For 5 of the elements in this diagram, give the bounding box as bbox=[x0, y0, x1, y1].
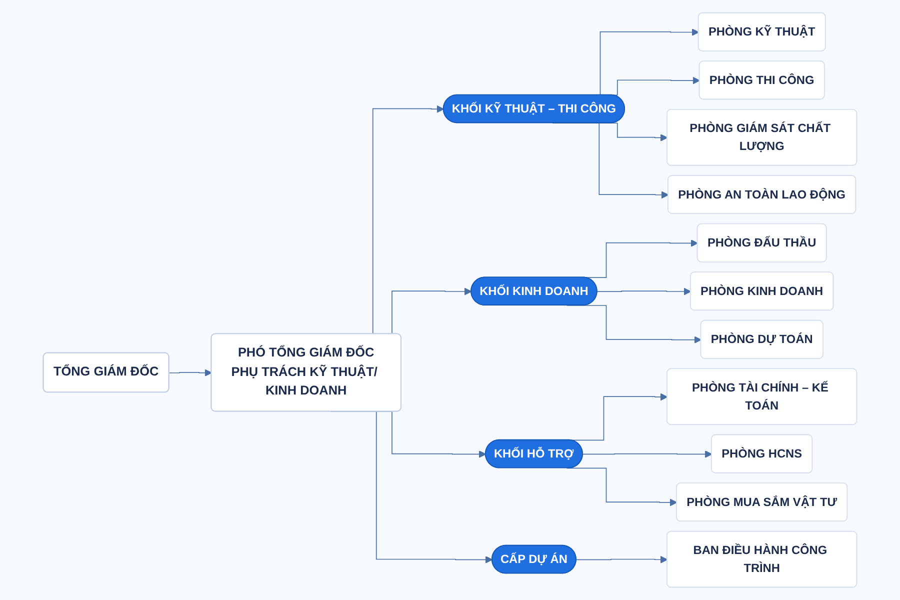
arrow bbox=[576, 556, 668, 564]
arrow bbox=[582, 450, 712, 458]
arrow bbox=[566, 468, 678, 506]
arrow bbox=[596, 288, 692, 296]
arrow bbox=[168, 369, 212, 377]
